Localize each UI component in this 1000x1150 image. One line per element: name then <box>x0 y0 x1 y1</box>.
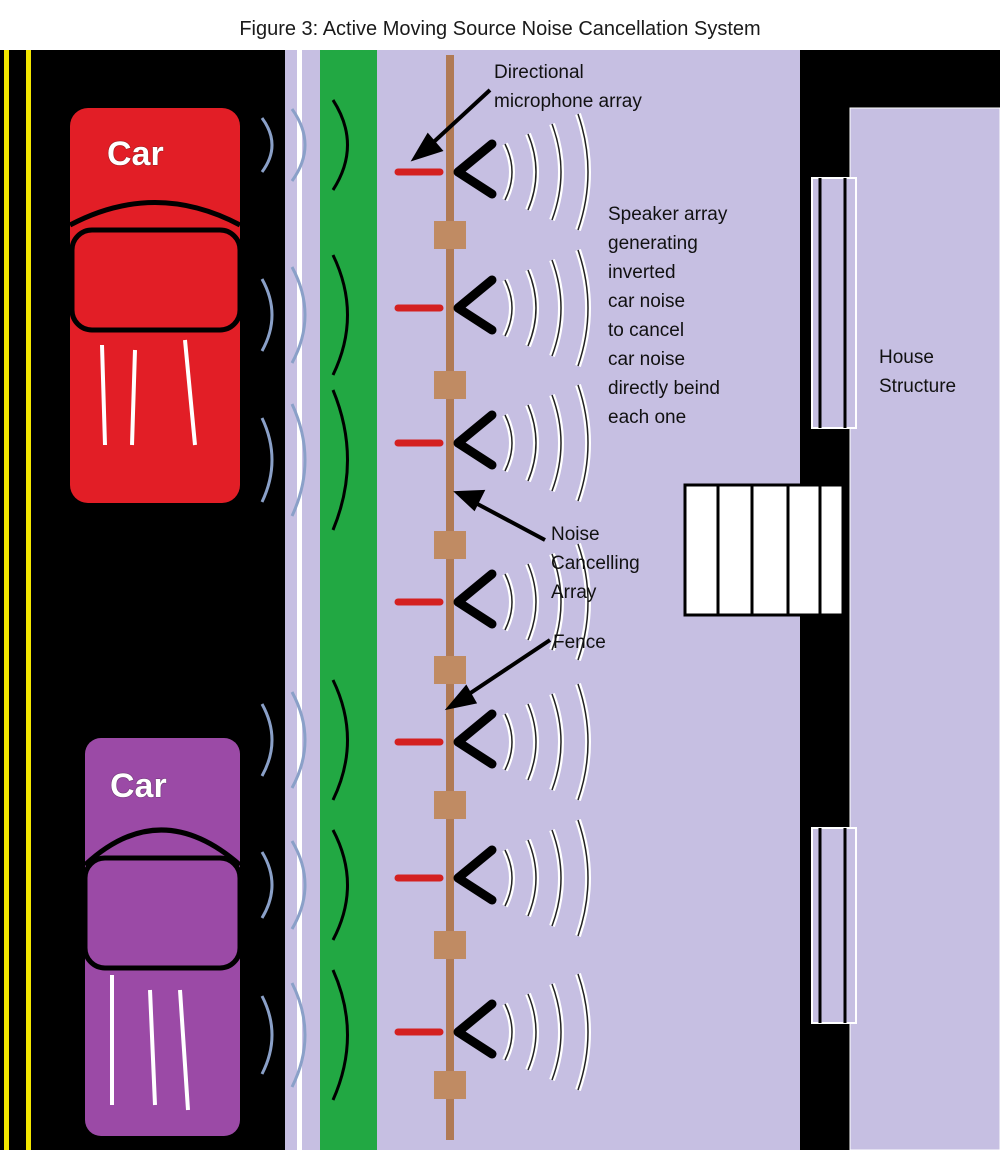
nc-unit <box>394 543 591 661</box>
nc-unit <box>394 683 591 801</box>
speaker <box>453 709 497 769</box>
speaker-wave-line <box>527 133 537 211</box>
fence-post <box>434 931 466 959</box>
noise-wave <box>260 278 274 352</box>
speaker-wave-line <box>577 819 589 937</box>
speaker <box>453 999 497 1059</box>
nc-unit <box>394 249 591 367</box>
noise-wave <box>290 403 307 517</box>
label-car-purple: Car <box>110 767 167 805</box>
speaker-wave-line <box>527 839 537 917</box>
hedge <box>320 50 377 1150</box>
nc-unit <box>394 819 591 937</box>
speaker-wave-line <box>551 829 562 927</box>
nc-unit <box>394 973 591 1091</box>
fence-post <box>434 791 466 819</box>
speaker-wave-line <box>551 693 562 791</box>
speaker-wave-line <box>504 279 513 337</box>
noise-wave <box>260 851 274 919</box>
noise-wave <box>290 982 307 1088</box>
noise-wave <box>290 840 307 930</box>
entry-steps <box>683 483 845 617</box>
nc-unit <box>394 113 591 231</box>
speaker-wave-line <box>577 973 589 1091</box>
noise-wave <box>290 691 307 789</box>
speaker-wave-line <box>577 543 589 661</box>
noise-wave <box>290 266 307 364</box>
speaker <box>453 275 497 335</box>
speaker-wave-line <box>527 703 537 781</box>
fence-post <box>434 221 466 249</box>
fence-post <box>434 531 466 559</box>
noise-wave <box>331 389 349 531</box>
noise-wave <box>260 117 274 173</box>
noise-wave <box>331 829 349 941</box>
speaker <box>453 139 497 199</box>
car-purple <box>82 738 243 1136</box>
speaker-wave-line <box>504 573 513 631</box>
diagram-scene <box>0 50 1000 1150</box>
label-house-structure: House Structure <box>879 347 957 397</box>
noise-wave <box>331 99 349 191</box>
noise-wave <box>260 703 274 777</box>
speaker-wave-line <box>504 713 513 771</box>
speaker-wave-line <box>527 993 537 1071</box>
lane-line-left <box>4 50 9 1150</box>
speaker <box>453 569 497 629</box>
label-speaker-array: Speaker array generating inverted car no… <box>608 204 728 428</box>
label-directional-mic: Directional microphone array <box>494 62 642 112</box>
noise-cancelling-array <box>394 113 591 1091</box>
speaker-wave-line <box>551 553 562 651</box>
fence-posts <box>434 221 466 1099</box>
fence-line <box>446 55 454 1140</box>
noise-wave <box>260 417 274 503</box>
car-red <box>68 108 243 503</box>
speaker-wave-line <box>527 404 537 482</box>
noise-wave <box>331 254 349 376</box>
speaker-wave-line <box>527 269 537 347</box>
fence-post <box>434 1071 466 1099</box>
speaker-wave-line <box>504 1003 513 1061</box>
speaker-wave-line <box>527 563 537 641</box>
speaker <box>453 845 497 905</box>
speaker-wave-line <box>551 394 562 492</box>
callout-arrows <box>410 88 552 711</box>
nc-unit <box>394 384 591 502</box>
car-noise-waves <box>260 99 349 1101</box>
fence-post <box>434 371 466 399</box>
speaker-wave-line <box>577 384 589 502</box>
house-structure <box>800 50 1000 1150</box>
speaker-wave-line <box>577 683 589 801</box>
noise-wave <box>331 679 349 801</box>
label-noise-cancelling-array: Noise Cancelling Array <box>551 524 640 603</box>
speaker <box>453 410 497 470</box>
speaker-wave-line <box>551 259 562 357</box>
speaker-wave-line <box>551 123 562 221</box>
label-fence: Fence <box>553 632 606 653</box>
noise-wave <box>331 969 349 1101</box>
noise-wave <box>290 108 307 182</box>
label-car-red: Car <box>107 135 164 173</box>
fence-post <box>434 656 466 684</box>
speaker-wave-line <box>577 249 589 367</box>
figure-title: Figure 3: Active Moving Source Noise Can… <box>239 18 761 40</box>
speaker-wave-line <box>504 414 513 472</box>
speaker-wave-line <box>504 849 513 907</box>
speaker-wave-line <box>504 143 513 201</box>
lane-line-right <box>26 50 31 1150</box>
speaker-wave-line <box>551 983 562 1081</box>
noise-wave <box>260 995 274 1075</box>
curb-line <box>297 50 302 1150</box>
speaker-wave-line <box>577 113 589 231</box>
